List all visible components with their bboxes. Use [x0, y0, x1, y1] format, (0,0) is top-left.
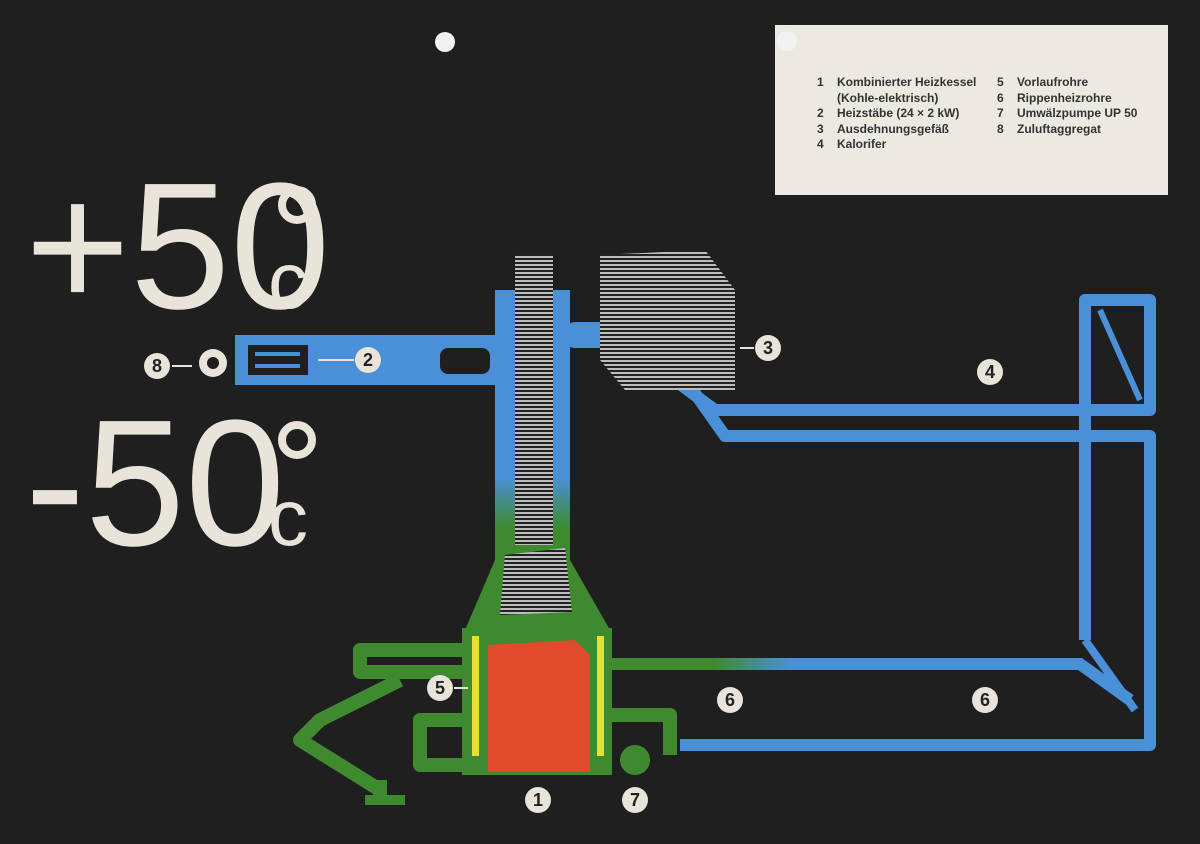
svg-text:3: 3 [763, 338, 773, 358]
marker-2: 5 [427, 675, 468, 701]
degree-icon [278, 186, 316, 224]
marker-7: 7 [622, 787, 648, 813]
return-pipes [610, 636, 1150, 756]
expansion-tank [600, 250, 735, 390]
marker-6b: 6 [972, 687, 998, 713]
legend-item: (Kohle-elektrisch) [837, 90, 939, 105]
firebox [488, 640, 590, 772]
marker-4: 2 [318, 347, 381, 373]
svg-text:7: 7 [630, 790, 640, 810]
punch-hole [435, 32, 455, 52]
svg-text:6: 6 [980, 690, 990, 710]
hot-temperature: +50 [25, 146, 330, 347]
heating-rod [597, 636, 604, 756]
svg-text:2: 2 [363, 350, 373, 370]
cold-temperature: -50 [25, 383, 285, 584]
marker-5: 4 [977, 359, 1003, 385]
marker-3: 3 [740, 335, 781, 361]
svg-text:8: 8 [152, 356, 162, 376]
degree-icon [278, 421, 316, 459]
pump-icon [620, 745, 650, 775]
drain-foot [365, 795, 405, 805]
punch-hole [777, 31, 797, 51]
svg-text:6: 6 [725, 690, 735, 710]
cold-unit: c [268, 473, 308, 562]
left-pipes [293, 643, 677, 800]
marker-1: 1 [525, 787, 551, 813]
svg-text:1: 1 [533, 790, 543, 810]
hot-unit: c [268, 236, 308, 325]
temperature-labels: +50 c -50 c [25, 146, 330, 584]
marker-6a: 6 [717, 687, 743, 713]
svg-text:5: 5 [435, 678, 445, 698]
svg-text:4: 4 [985, 362, 995, 382]
heating-rod [472, 636, 479, 756]
flue-hatch [515, 255, 553, 545]
markers: 8 2 3 4 5 6 6 1 7 [144, 335, 1003, 813]
marker-8: 8 [144, 353, 192, 379]
